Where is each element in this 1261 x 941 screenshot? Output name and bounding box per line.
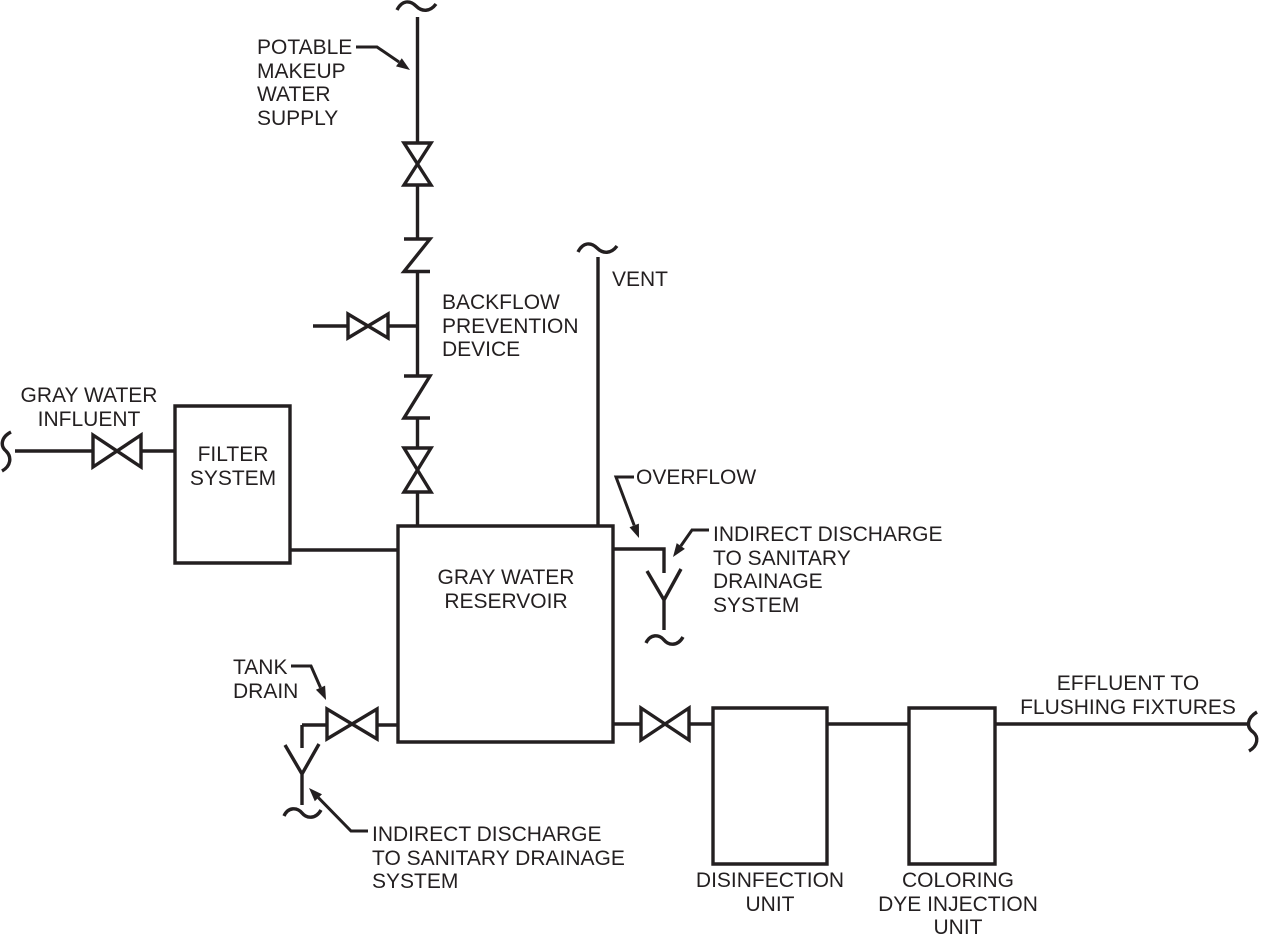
label-line: SUPPLY: [257, 106, 339, 130]
leader-tank-drain: [291, 666, 326, 700]
label-line: OVERFLOW: [636, 466, 757, 489]
label-line: GRAY WATER: [20, 384, 158, 407]
label-line: DYE INJECTION: [878, 892, 1038, 916]
leader-indirect-discharge-right: [673, 530, 709, 557]
label-line: FILTER: [197, 443, 269, 466]
disinfection-unit-box: [713, 708, 827, 864]
influent-valve-icon: [93, 435, 141, 467]
label-line: UNIT: [933, 916, 983, 939]
makeup-pipe-break-icon: [397, 2, 436, 10]
vent-break-icon: [578, 244, 617, 252]
check-valve-lower-icon: [404, 376, 430, 418]
overflow-pipe: [613, 549, 664, 573]
label-backflow-prevention-device: BACKFLOW PREVENTION DEVICE: [442, 291, 579, 362]
label-disinfection-unit: DISINFECTION UNIT: [696, 869, 844, 916]
leader-potable-makeup: [356, 47, 410, 70]
label-line: COLORING: [901, 869, 1015, 892]
label-line: GRAY WATER: [437, 566, 575, 589]
label-line: TO SANITARY DRAINAGE: [372, 846, 625, 870]
label-indirect-discharge-bottom: INDIRECT DISCHARGE TO SANITARY DRAINAGE …: [372, 823, 625, 894]
label-line: DRAIN: [233, 679, 299, 703]
tank-drain-pipe: [302, 725, 398, 748]
label-line: DISINFECTION: [695, 869, 845, 892]
coloring-dye-injection-unit-box: [909, 708, 995, 864]
label-line: FLUSHING FIXTURES: [1020, 695, 1236, 719]
tank-drain-valve-icon: [327, 709, 377, 739]
label-line: TANK: [233, 656, 288, 679]
leader-indirect-discharge-bottom: [309, 788, 368, 831]
shutoff-valve-lower-icon: [404, 448, 431, 492]
label-gray-water-reservoir: GRAY WATER RESERVOIR: [438, 566, 575, 613]
label-line: BACKFLOW: [442, 291, 560, 314]
label-indirect-discharge-right: INDIRECT DISCHARGE TO SANITARY DRAINAGE …: [713, 523, 942, 617]
label-potable-makeup-water-supply: POTABLE MAKEUP WATER SUPPLY: [257, 36, 352, 130]
shutoff-valve-upper-icon: [404, 143, 431, 185]
label-effluent-to-flushing-fixtures: EFFLUENT TO FLUSHING FIXTURES: [1020, 672, 1236, 719]
label-overflow: OVERFLOW: [636, 466, 756, 490]
effluent-break-icon: [1248, 712, 1257, 751]
label-filter-system: FILTER SYSTEM: [190, 443, 276, 490]
label-line: DRAINAGE: [713, 570, 823, 593]
label-line: DEVICE: [442, 338, 521, 361]
label-line: PREVENTION: [442, 314, 579, 338]
label-line: POTABLE: [257, 36, 353, 59]
label-line: RESERVOIR: [444, 589, 568, 613]
overflow-receptor-icon: [647, 569, 681, 630]
label-tank-drain: TANK DRAIN: [233, 656, 298, 703]
check-valve-upper-icon: [404, 239, 430, 272]
influent-break-icon: [2, 432, 11, 471]
tank-drain-receptor-break-icon: [284, 809, 321, 817]
label-line: VENT: [612, 268, 669, 291]
label-line: EFFLUENT TO: [1056, 672, 1200, 695]
label-line: INDIRECT DISCHARGE: [713, 523, 943, 546]
filter-system-box: [175, 406, 290, 563]
relief-valve-icon: [348, 314, 388, 338]
label-line: MAKEUP: [257, 59, 346, 83]
label-line: SYSTEM: [372, 870, 459, 893]
label-line: TO SANITARY: [713, 546, 851, 570]
gray-water-reservoir-box: [398, 526, 613, 742]
label-coloring-dye-injection-unit: COLORING DYE INJECTION UNIT: [878, 869, 1038, 940]
tank-drain-receptor-icon: [285, 744, 319, 805]
label-line: SYSTEM: [189, 466, 277, 490]
label-gray-water-influent: GRAY WATER INFLUENT: [21, 384, 158, 431]
leader-overflow: [616, 477, 639, 538]
label-line: INFLUENT: [37, 407, 141, 431]
label-line: INDIRECT DISCHARGE: [372, 823, 602, 846]
label-vent: VENT: [612, 268, 668, 292]
overflow-receptor-break-icon: [646, 636, 683, 644]
label-line: SYSTEM: [713, 593, 800, 617]
label-line: WATER: [257, 83, 331, 106]
label-line: UNIT: [745, 892, 795, 916]
outlet-valve-icon: [641, 708, 689, 740]
